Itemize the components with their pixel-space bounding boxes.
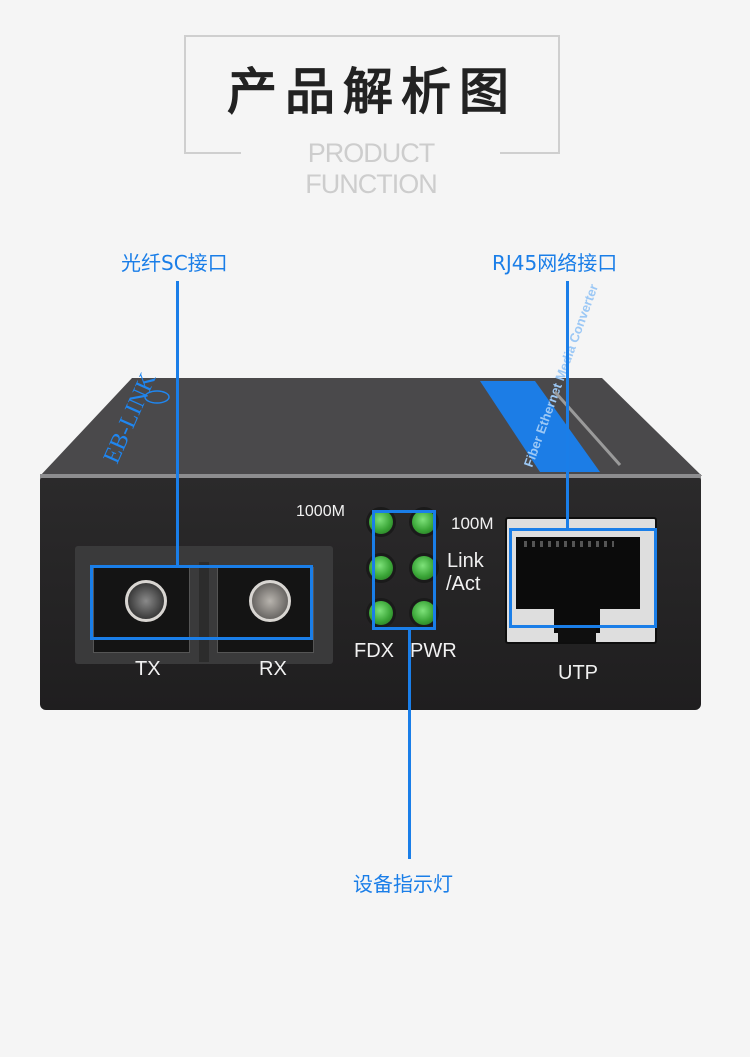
page-subtitle: PRODUCT FUNCTION xyxy=(305,138,437,199)
registered-mark-icon xyxy=(144,390,170,404)
indicator-callout-line xyxy=(408,629,411,859)
led-highlight xyxy=(372,510,436,630)
rj45-highlight xyxy=(509,528,657,628)
top-label-marks-icon xyxy=(553,391,622,466)
led-label-act: /Act xyxy=(446,573,481,595)
led-label-100m: 100M xyxy=(451,514,494,533)
rx-label: RX xyxy=(259,658,287,680)
port-divider xyxy=(199,562,209,662)
header-divider-right xyxy=(500,152,560,154)
rj45-bottom-notch xyxy=(558,628,596,642)
led-label-fdx: FDX xyxy=(354,640,394,662)
product-strip-text: Fiber Ethernet Media Converter xyxy=(521,282,601,469)
rx-ferrule-icon xyxy=(249,580,291,622)
fiber-port-highlight xyxy=(90,565,313,640)
fiber-port-callout: 光纤SC接口 xyxy=(121,251,228,275)
header-frame xyxy=(184,35,560,154)
brand-logo: EB-LINK xyxy=(99,369,162,468)
led-label-link: Link xyxy=(447,550,484,572)
led-label-1000m: 1000M xyxy=(296,503,345,520)
led-label-pwr: PWR xyxy=(410,640,457,662)
utp-label: UTP xyxy=(558,662,598,684)
rj45-callout-line xyxy=(566,281,569,531)
fiber-callout-line xyxy=(176,281,179,568)
led-link-2-icon xyxy=(412,556,436,580)
tx-ferrule-icon xyxy=(125,580,167,622)
led-pwr-icon xyxy=(412,601,436,625)
rj45-port-callout: RJ45网络接口 xyxy=(492,251,618,275)
page-title: 产品解析图 xyxy=(227,63,517,121)
header-divider-left xyxy=(184,152,241,154)
product-strip xyxy=(480,381,600,472)
tx-label: TX xyxy=(135,658,161,680)
rj45-pins-icon xyxy=(524,541,614,547)
indicator-callout: 设备指示灯 xyxy=(353,872,453,896)
rj45-port[interactable] xyxy=(516,537,640,609)
led-100m-icon xyxy=(412,510,436,534)
